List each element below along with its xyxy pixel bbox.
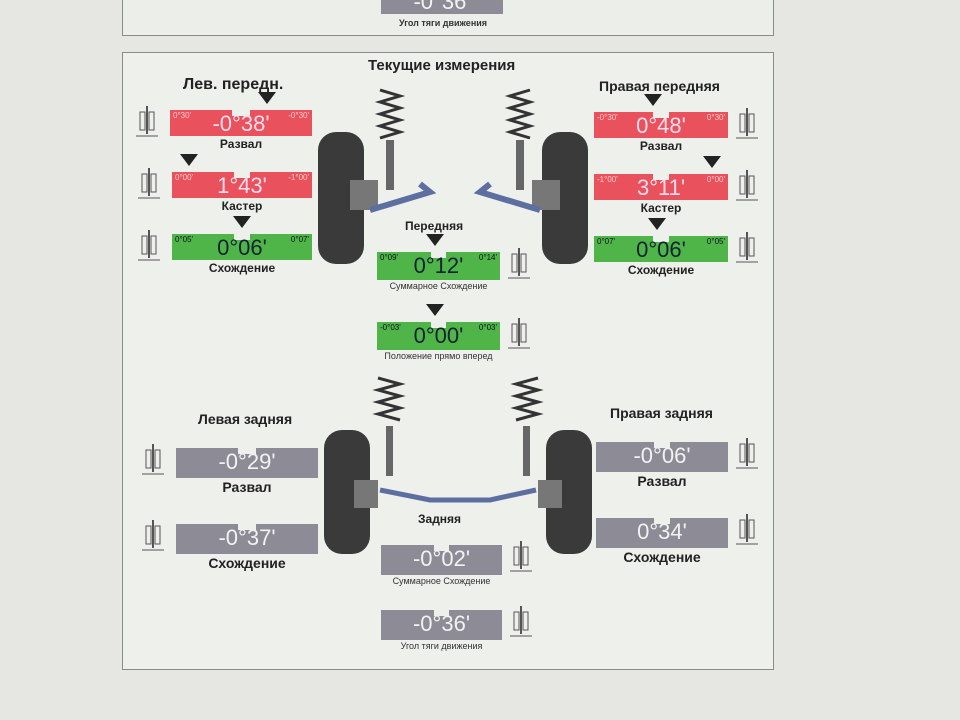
left-front-camber-min: 0°30' xyxy=(173,111,192,120)
left-front-toe-label: Схождение xyxy=(208,261,276,275)
right-front-caster-max: 0°00' xyxy=(706,175,725,184)
right-front-camber-max: 0°30' xyxy=(706,113,725,122)
right-front-camber-indicator-arrow-icon xyxy=(643,94,662,106)
left-rear-title: Левая задняя xyxy=(198,411,293,427)
front-straight-ahead-gauge: 0°00' -0°03' 0°03' xyxy=(377,304,500,350)
right-front-toe-gauge: 0°06' 0°07' 0°05' xyxy=(594,218,728,262)
front-total-toe-value: 0°12' xyxy=(413,253,464,278)
right-front-title: Правая передняя xyxy=(599,78,720,94)
right-rear-toe-gauge: 0°34' xyxy=(596,514,728,548)
front-straight-ahead-max: 0°03' xyxy=(478,323,497,332)
right-front-camber-gauge: 0°48' -0°30' 0°30' xyxy=(594,94,728,138)
right-front-toe-value: 0°06' xyxy=(636,237,686,262)
rear-right-tire xyxy=(546,430,592,554)
left-front-toe-diagram-icon xyxy=(136,228,162,262)
right-front-camber-min: -0°30' xyxy=(597,113,618,122)
right-front-camber-label: Развал xyxy=(639,139,683,153)
front-straight-ahead-label: Положение прямо вперед xyxy=(384,351,493,361)
left-rear-camber-value: -0°29' xyxy=(218,449,276,474)
left-front-camber-diagram-icon xyxy=(134,104,160,138)
left-rear-toe-label: Схождение xyxy=(208,555,286,571)
left-rear-toe-gauge: -0°37' xyxy=(176,520,318,554)
right-rear-camber-gauge: -0°06' xyxy=(596,438,728,472)
front-suspension-illustration xyxy=(318,88,588,264)
right-front-caster-gauge: 3°11' -1°00' 0°00' xyxy=(594,156,728,200)
right-rear-title: Правая задняя xyxy=(610,405,713,421)
front-total-toe-diagram-icon xyxy=(506,246,532,280)
rear-total-toe-value: -0°02' xyxy=(412,546,471,571)
front-straight-ahead-indicator-arrow-icon xyxy=(425,304,444,316)
left-front-title: Лев. передн. xyxy=(183,76,284,93)
right-front-toe-max: 0°05' xyxy=(706,237,725,246)
left-front-caster-gauge: 1°43' 0°00' -1°00' xyxy=(172,154,312,198)
front-right-tire xyxy=(542,132,588,264)
right-rear-toe-value: 0°34' xyxy=(637,519,687,544)
right-front-caster-diagram-icon xyxy=(734,168,760,202)
left-front-toe-value: 0°06' xyxy=(217,235,267,260)
left-rear-camber-gauge: -0°29' xyxy=(176,444,318,478)
rear-thrust-angle-diagram-icon xyxy=(508,604,534,638)
front-total-toe-gauge: 0°12' 0°09' 0°14' xyxy=(377,234,500,280)
right-front-caster-label: Кастер xyxy=(640,201,682,215)
left-rear-toe-value: -0°37' xyxy=(218,525,276,550)
left-front-caster-min: 0°00' xyxy=(175,173,194,182)
rear-total-toe-label: Суммарное Схождение xyxy=(392,576,491,586)
right-front-caster-indicator-arrow-icon xyxy=(702,156,721,168)
left-front-caster-diagram-icon xyxy=(136,166,162,200)
left-front-toe-indicator-arrow-icon xyxy=(233,216,251,228)
rear-total-toe-gauge: -0°02' xyxy=(381,541,502,575)
previous-page-fragment: -0°36' Угол тяги движения xyxy=(122,0,774,36)
right-rear-toe-diagram-icon xyxy=(734,512,760,546)
left-front-toe-max: 0°07' xyxy=(290,235,309,244)
left-front-camber-max: -0°30' xyxy=(288,111,309,120)
right-front-toe-diagram-icon xyxy=(734,230,760,264)
left-front-camber-value: -0°38' xyxy=(212,111,270,136)
front-straight-ahead-diagram-icon xyxy=(506,316,532,350)
right-rear-camber-label: Развал xyxy=(637,473,687,489)
front-total-toe-min: 0°09' xyxy=(380,253,399,262)
left-front-caster-max: -1°00' xyxy=(288,173,309,182)
front-straight-ahead-value: 0°00' xyxy=(413,323,464,348)
right-front-caster-value: 3°11' xyxy=(636,175,686,200)
left-rear-camber-label: Развал xyxy=(222,479,272,495)
left-front-caster-value: 1°43' xyxy=(217,173,267,198)
front-total-toe-label: Суммарное Схождение xyxy=(389,281,488,291)
rear-total-toe-diagram-icon xyxy=(508,539,534,573)
left-front-toe-min: 0°05' xyxy=(175,235,194,244)
right-rear-camber-value: -0°06' xyxy=(633,443,691,468)
front-left-tire xyxy=(318,132,364,264)
rear-title: Задняя xyxy=(418,512,462,526)
rear-thrust-angle-label: Угол тяги движения xyxy=(400,641,483,651)
front-title: Передняя xyxy=(405,219,464,233)
rear-thrust-angle-gauge: -0°36' xyxy=(381,606,502,640)
right-front-toe-min: 0°07' xyxy=(597,237,616,246)
right-rear-camber-diagram-icon xyxy=(734,436,760,470)
rear-suspension-illustration xyxy=(324,376,592,554)
front-total-toe-max: 0°14' xyxy=(478,253,497,262)
left-front-toe-gauge: 0°06' 0°05' 0°07' xyxy=(172,216,312,260)
report-title: Текущие измерения xyxy=(368,57,516,74)
thrust-angle-gauge-fragment: -0°36' xyxy=(381,0,503,14)
front-total-toe-indicator-arrow-icon xyxy=(425,234,444,246)
right-rear-toe-label: Схождение xyxy=(623,549,701,565)
right-front-toe-label: Схождение xyxy=(627,263,695,277)
rear-left-tire xyxy=(324,430,370,554)
right-front-camber-value: 0°48' xyxy=(636,113,686,138)
thrust-angle-label-fragment: Угол тяги движения xyxy=(398,18,488,28)
left-front-caster-label: Кастер xyxy=(221,199,263,213)
right-front-camber-diagram-icon xyxy=(734,106,760,140)
front-straight-ahead-min: -0°03' xyxy=(380,323,401,332)
left-rear-camber-diagram-icon xyxy=(140,442,166,476)
rear-thrust-angle-value: -0°36' xyxy=(412,611,471,636)
left-front-camber-gauge: -0°38' 0°30' -0°30' xyxy=(170,92,312,136)
left-rear-toe-diagram-icon xyxy=(140,518,166,552)
right-front-caster-min: -1°00' xyxy=(597,175,618,184)
left-front-caster-indicator-arrow-icon xyxy=(179,154,198,166)
left-front-camber-indicator-arrow-icon xyxy=(257,92,276,104)
left-front-camber-label: Развал xyxy=(219,137,263,151)
right-front-toe-indicator-arrow-icon xyxy=(647,218,666,230)
